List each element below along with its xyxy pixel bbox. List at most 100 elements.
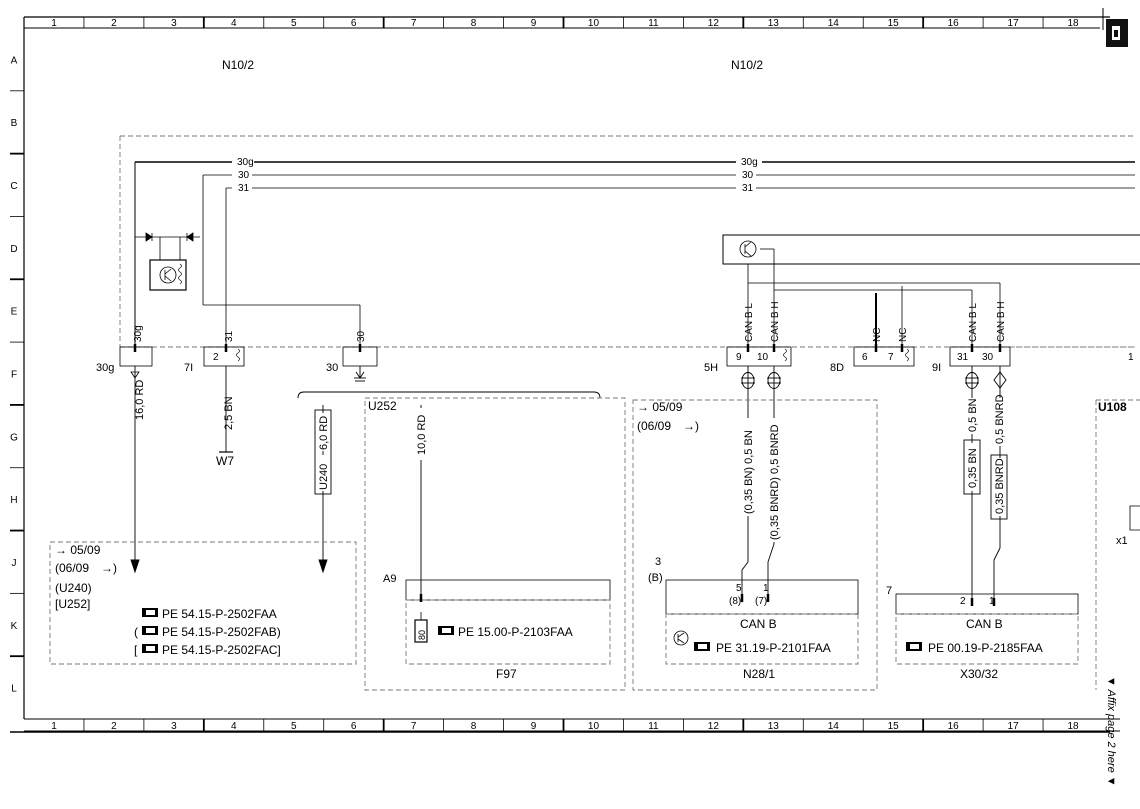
module-title-left: N10/2 (222, 58, 254, 72)
signal-can-b-h-5h: CAN B H (770, 301, 781, 342)
connector-pin-30: 30 (982, 352, 994, 363)
box-n28-pin1b: (7) (755, 596, 767, 607)
column-number-bottom: 12 (708, 721, 720, 732)
column-number-top: 13 (768, 18, 780, 29)
column-number-top: 5 (291, 18, 297, 29)
transistor-block-right (722, 234, 1140, 345)
column-number-bottom: 3 (171, 721, 177, 732)
row-letter: A (11, 55, 18, 66)
connector-label-8d: 8D (830, 362, 844, 374)
box-u108-x1: x1 (1116, 535, 1128, 547)
box-n28-can: CAN B (740, 617, 777, 631)
box-n28-ref[interactable]: PE 31.19-P-2101FAA (716, 641, 831, 655)
column-number-top: 18 (1067, 18, 1079, 29)
box-x30-ref[interactable]: PE 00.19-P-2185FAA (928, 641, 1043, 655)
column-number-bottom: 11 (648, 721, 659, 732)
bus-label-31-right: 31 (742, 183, 754, 194)
column-number-bottom: 6 (351, 721, 357, 732)
box-n28-pin1: 1 (763, 583, 769, 594)
column-number-bottom: 1 (51, 721, 57, 732)
bus-label-30g-right: 30g (741, 157, 758, 168)
wire-label-6rd: 6,0 RD (318, 416, 330, 450)
wire-label-035bnrd-right: 0,35 BNRD (994, 458, 1006, 514)
bus-label-30-right: 30 (742, 170, 754, 181)
connector-label-30g: 30g (96, 362, 114, 374)
box-left-line2: (06/09 (55, 561, 89, 575)
signal-nc-6: NC (872, 328, 883, 342)
column-number-bottom: 8 (471, 721, 477, 732)
column-number-bottom: 14 (828, 721, 840, 732)
column-number-bottom: 2 (111, 721, 117, 732)
pin-label-30g-vertical: 30g (133, 325, 144, 342)
column-number-bottom: 16 (948, 721, 960, 732)
column-number-top: 10 (588, 18, 600, 29)
column-number-top: 9 (531, 18, 537, 29)
wire-label-16rd: 16,0 RD (134, 380, 146, 420)
box-u252-name: F97 (496, 667, 517, 681)
variant-box-u252: U252 A9 80 PE 15.00-P-2103FAA F97 (364, 397, 626, 691)
wire-label-035bn-right: 0,35 BN (967, 448, 979, 488)
column-number-bottom: 7 (411, 721, 417, 732)
connector-pin-7: 7 (888, 352, 894, 363)
hand-pointer-icon (142, 608, 158, 617)
box-n28-var: (B) (648, 572, 663, 584)
column-number-bottom: 17 (1008, 721, 1020, 732)
box-u252-a9: A9 (383, 573, 396, 585)
hand-pointer-icon (142, 644, 158, 653)
pin-label-30-vertical: 30 (356, 330, 367, 342)
signal-can-b-h-9i: CAN B H (996, 301, 1007, 342)
box-u252-fuse: 80 (417, 630, 427, 640)
box-x30-name: X30/32 (960, 667, 998, 681)
box-u252-ref[interactable]: PE 15.00-P-2103FAA (458, 625, 573, 639)
column-number-top: 11 (648, 18, 659, 29)
column-number-bottom: 4 (231, 721, 237, 732)
module-title-right: N10/2 (731, 58, 763, 72)
connector-label-5h: 5H (704, 362, 718, 374)
box-left-ref2[interactable]: PE 54.15-P-2502FAB) (162, 625, 281, 639)
box-n28-line1: → 05/09 (637, 400, 683, 414)
box-left-ref3[interactable]: PE 54.15-P-2502FAC] (162, 643, 281, 657)
row-letter: K (11, 621, 18, 632)
box-x30-num: 7 (886, 585, 892, 597)
signal-can-b-l-5h: CAN B L (744, 303, 755, 342)
box-n28-num: 3 (655, 556, 661, 568)
bus-label-31-left: 31 (238, 183, 250, 194)
box-left-line2b: →) (101, 561, 117, 575)
box-left-ref1[interactable]: PE 54.15-P-2502FAA (162, 607, 277, 621)
box-n28-name: N28/1 (743, 667, 775, 681)
wire-label-25bn: 2,5 BN (223, 396, 235, 430)
row-letter: C (10, 181, 17, 192)
connector-label-9i: 9I (932, 362, 941, 374)
wire-label-u240: U240 (318, 464, 330, 490)
ground-label-w7: W7 (216, 454, 234, 468)
box-x30-pin1: 1 (989, 596, 995, 607)
row-letter: L (11, 684, 17, 695)
affix-note: ▼ Affix page 2 here ▼ (1105, 676, 1117, 787)
wire-label-10rd: 10,0 RD (416, 415, 428, 455)
wire-label-05bnrd-right: 0,5 BNRD (994, 394, 1006, 444)
variant-box-n28: → 05/09 (06/09 →) 3 (B) 5 1 (8) (7) CAN … (632, 399, 878, 691)
box-left-line4: [U252] (55, 597, 90, 611)
connector-label-30: 30 (326, 362, 338, 374)
column-number-bottom: 18 (1067, 721, 1079, 732)
column-number-top: 7 (411, 18, 417, 29)
column-number-top: 12 (708, 18, 720, 29)
box-n28-pin5: 5 (736, 583, 742, 594)
row-letter: G (10, 432, 18, 443)
bus-label-30-left: 30 (238, 170, 250, 181)
column-number-top: 16 (948, 18, 960, 29)
column-number-top: 1 (51, 18, 57, 29)
module-n10-boundary (119, 135, 1135, 348)
box-left-ref2-open: ( (134, 625, 138, 639)
hand-pointer-icon (694, 642, 710, 651)
box-left-line3: (U240) (55, 581, 92, 595)
box-u252-code: U252 (368, 399, 397, 413)
wire-label-05bnrd: (0,35 BNRD) 0,5 BNRD (769, 424, 781, 540)
column-number-bottom: 5 (291, 721, 297, 732)
hand-pointer-icon (142, 626, 158, 635)
connector-pin-31: 31 (957, 352, 969, 363)
page-corner-icon (1106, 19, 1128, 47)
row-letter: H (10, 495, 17, 506)
connector-pin-10: 10 (757, 352, 769, 363)
